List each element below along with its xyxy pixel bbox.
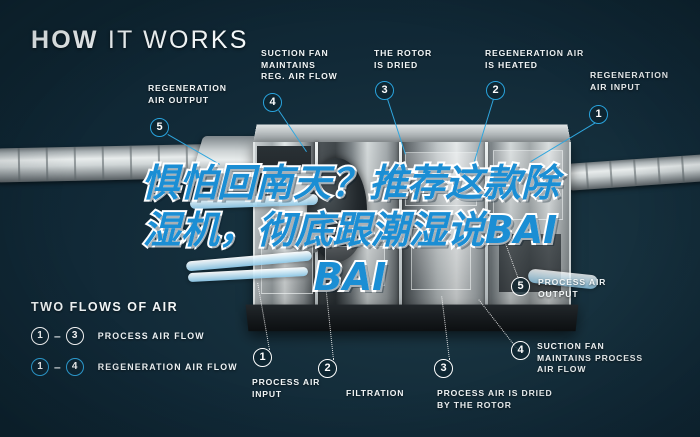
callout-1-regeneration-input[interactable]: 1 xyxy=(589,105,608,124)
legend: TWO FLOWS OF AIR 1 – 3 PROCESS AIR FLOW … xyxy=(31,300,238,376)
label-filtration: FILTRATION xyxy=(346,388,405,398)
legend-label: PROCESS AIR FLOW xyxy=(97,331,205,341)
legend-circle-from: 1 xyxy=(31,358,49,376)
desiccant-rotor xyxy=(307,158,367,262)
callout-2-regeneration-heated[interactable]: 2 xyxy=(486,81,505,100)
legend-circle-from: 1 xyxy=(31,327,49,345)
callout-3-process-dried[interactable]: 3 xyxy=(434,359,453,378)
promo-overlay-text: 惧怕回南天？推荐这款除 湿机，彻底跟潮湿说BAI BAI xyxy=(0,159,700,301)
legend-circle-to: 3 xyxy=(65,327,84,345)
promo-line-3: BAI xyxy=(312,253,389,301)
page-title-light: IT WORKS xyxy=(107,26,249,54)
page-title-bold: HOW xyxy=(31,26,99,54)
dehumidifier-unit xyxy=(245,122,579,332)
legend-dash: – xyxy=(54,360,61,374)
legend-heading: TWO FLOWS OF AIR xyxy=(31,300,179,314)
unit-base xyxy=(245,304,579,332)
callout-5-process-output[interactable]: 5 xyxy=(511,277,530,296)
legend-label: REGENERATION AIR FLOW xyxy=(97,362,238,372)
legend-circle-to: 4 xyxy=(65,358,84,376)
callout-3-rotor-dried[interactable]: 3 xyxy=(375,81,394,100)
callout-4-suction-fan-reg[interactable]: 4 xyxy=(263,93,282,112)
callout-2-filtration[interactable]: 2 xyxy=(318,359,337,378)
unit-front-face xyxy=(253,142,571,308)
legend-dash: – xyxy=(54,329,61,343)
promo-line-1: 惧怕回南天？推荐这款除 xyxy=(139,159,561,207)
legend-row-regeneration-air-flow: 1 – 4 REGENERATION AIR FLOW xyxy=(31,358,238,376)
callout-5-regeneration-output[interactable]: 5 xyxy=(150,118,169,137)
callout-4-suction-fan-process[interactable]: 4 xyxy=(511,341,530,360)
promo-line-2: 湿机，彻底跟潮湿说BAI xyxy=(141,206,560,254)
page-title: HOW IT WORKS xyxy=(31,26,249,55)
callout-1-process-input[interactable]: 1 xyxy=(253,348,272,367)
legend-row-process-air-flow: 1 – 3 PROCESS AIR FLOW xyxy=(31,327,238,345)
